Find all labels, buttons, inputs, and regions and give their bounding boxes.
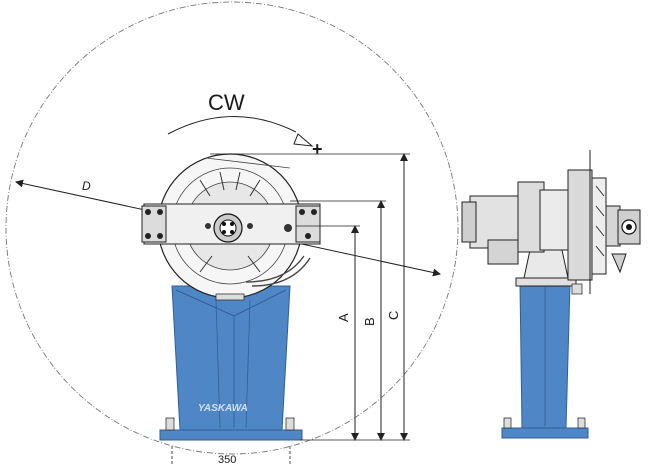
front-view-robot: YASKAWA — [141, 153, 321, 441]
cw-arrowhead-icon — [293, 133, 314, 147]
plus-sign: + — [312, 139, 323, 159]
cw-rotation-arrow — [167, 116, 297, 135]
side-base-plate — [501, 427, 589, 439]
dimension-b-label: B — [362, 317, 377, 326]
dimension-c-label: C — [386, 311, 401, 320]
brand-logo: YASKAWA — [198, 403, 248, 414]
side-rotary-disc — [567, 169, 593, 281]
reach-envelope-circle — [5, 1, 459, 455]
base-width-label: 350 — [218, 454, 236, 466]
diameter-label: D — [82, 179, 91, 193]
front-base-plate — [159, 429, 303, 441]
dimension-a-label: A — [336, 313, 351, 322]
cw-label: CW — [208, 90, 245, 115]
side-view-robot — [461, 150, 641, 439]
